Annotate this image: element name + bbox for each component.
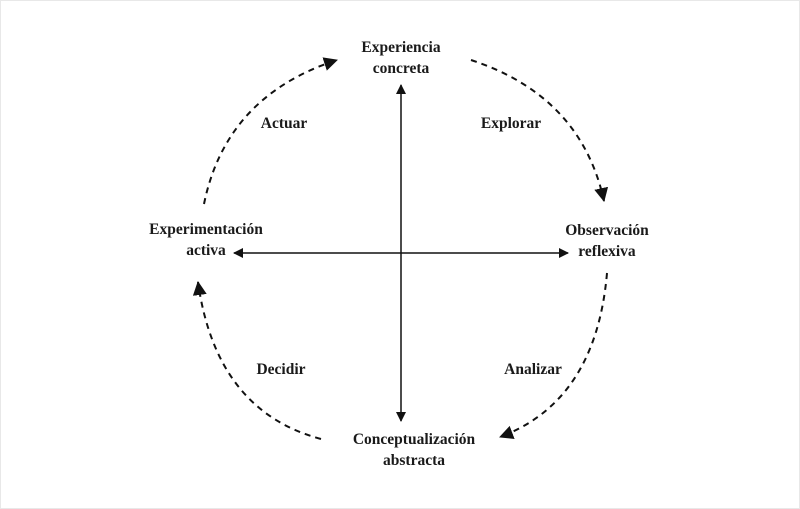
label-actuar: Actuar [260, 115, 308, 132]
node-line: reflexiva [578, 243, 636, 260]
node-line: abstracta [383, 452, 445, 469]
label-analizar: Analizar [504, 361, 562, 378]
label-explorar: Explorar [480, 115, 542, 132]
arrow-decidir [192, 281, 322, 440]
arrow-actuar [203, 57, 338, 205]
node-conceptualizacion-abstracta: Conceptualización abstracta [353, 429, 475, 471]
label-decidir: Decidir [256, 361, 306, 378]
node-observacion-reflexiva: Observación reflexiva [565, 220, 649, 262]
node-line: Experimentación [149, 221, 263, 238]
node-line: Observación [565, 222, 649, 239]
node-line: Experiencia [361, 39, 441, 56]
node-line: Conceptualización [352, 431, 476, 448]
node-experimentacion-activa: Experimentación activa [149, 219, 263, 261]
arrow-explorar [470, 59, 609, 202]
node-experiencia-concreta: Experiencia concreta [361, 37, 440, 79]
arrow-analizar [499, 272, 608, 439]
node-line: concreta [372, 60, 430, 77]
node-line: activa [186, 242, 226, 259]
